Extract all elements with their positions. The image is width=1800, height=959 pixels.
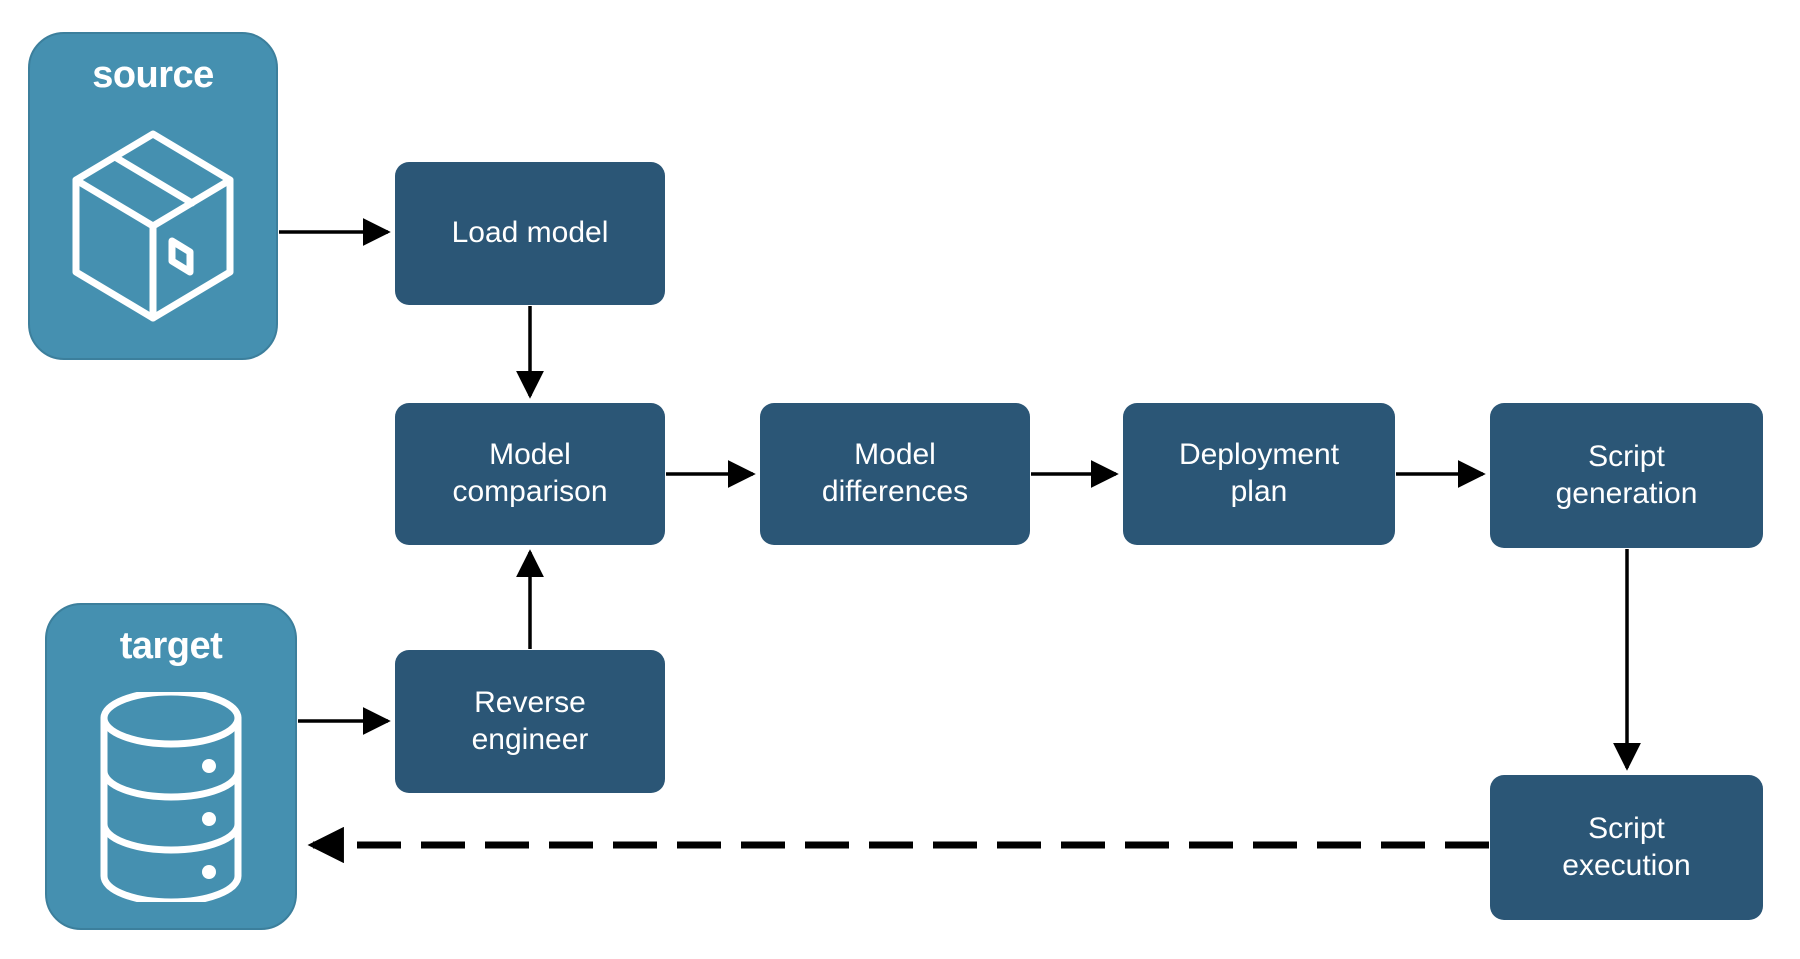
process-deployment-plan[interactable]: Deployment plan — [1123, 403, 1395, 545]
process-script-generation-line-0: Script — [1588, 439, 1665, 473]
process-model-comparison[interactable]: Model comparison — [395, 403, 665, 545]
process-model-differences[interactable]: Model differences — [760, 403, 1030, 545]
endpoint-target-label: target — [119, 625, 223, 667]
process-model-differences-line-1: differences — [821, 475, 969, 508]
process-script-execution-line-0: Script — [1588, 811, 1665, 845]
process-model-differences-line-0: Model — [854, 438, 936, 472]
process-load-model-line-0: Load model — [451, 216, 609, 250]
process-script-execution[interactable]: Script execution — [1490, 775, 1763, 920]
process-load-model[interactable]: Load model — [395, 162, 665, 305]
endpoint-source-label: source — [92, 54, 214, 96]
process-deployment-plan-line-0: Deployment — [1178, 438, 1340, 472]
process-deployment-plan-line-1: plan — [1230, 475, 1288, 508]
process-script-generation-line-1: generation — [1555, 476, 1698, 510]
process-script-execution-line-1: execution — [1562, 848, 1691, 882]
package-box-icon — [30, 94, 276, 358]
process-model-comparison-line-1: comparison — [452, 475, 608, 508]
endpoint-target[interactable]: target — [45, 603, 297, 930]
endpoint-source[interactable]: source — [28, 32, 278, 360]
database-cylinder-icon — [47, 665, 295, 928]
process-reverse-engineer-line-1: engineer — [471, 722, 589, 756]
process-reverse-engineer-line-0: Reverse — [474, 685, 586, 719]
process-reverse-engineer[interactable]: Reverse engineer — [395, 650, 665, 793]
process-model-comparison-line-0: Model — [489, 438, 571, 472]
process-script-generation[interactable]: Script generation — [1490, 403, 1763, 548]
